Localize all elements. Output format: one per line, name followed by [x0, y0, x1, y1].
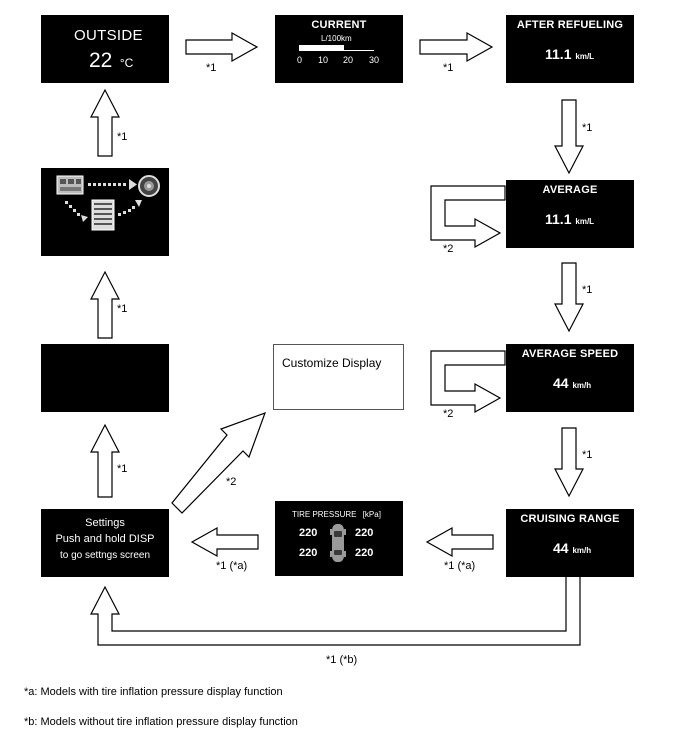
tire-pressure-label: TIRE PRESSURE — [292, 510, 357, 519]
arrow-after-to-average — [554, 99, 584, 175]
flow-dots-battery-to-wheel — [118, 200, 142, 216]
outside-label: OUTSIDE — [74, 27, 143, 44]
cruising-range-screen: CRUISING RANGE 44 km/h — [506, 509, 634, 577]
settings-title: Settings — [85, 517, 125, 529]
after-refueling-unit: km/L — [575, 52, 595, 61]
customize-display-label: Customize Display — [282, 356, 382, 370]
customize-display-box: Customize Display — [273, 344, 404, 410]
settings-screen: Settings Push and hold DISP to go settng… — [41, 509, 169, 577]
cruising-range-value: 44 — [553, 540, 569, 556]
tire-pressure-screen: TIRE PRESSURE [kPa] 220 220 220 220 — [275, 501, 403, 576]
current-unit: L/100km — [321, 34, 352, 43]
average-speed-unit: km/h — [572, 381, 592, 390]
car-top-view-icon — [330, 524, 346, 562]
energy-flow-graphic — [56, 175, 160, 231]
tire-pressure-front-left: 220 — [299, 527, 318, 539]
after-refueling-label: AFTER REFUELING — [516, 19, 624, 31]
arrow-label-after-to-average: *1 — [582, 122, 593, 134]
settings-instruction-line1: Push and hold DISP — [55, 533, 155, 545]
footnote-b: *b: Models without tire inflation pressu… — [24, 716, 298, 728]
arrow-current-to-after — [419, 31, 494, 63]
flow-dots-engine-to-battery — [65, 201, 88, 222]
arrow-label-average-loop: *2 — [443, 243, 454, 255]
current-tick: 30 — [369, 55, 380, 65]
outside-temperature: 22 — [89, 49, 113, 72]
cruising-range-unit: km/h — [572, 546, 592, 555]
current-tick: 0 — [297, 55, 303, 65]
battery-icon — [91, 199, 115, 231]
arrow-tire-to-settings — [190, 526, 259, 558]
energy-flow-screen — [41, 168, 169, 256]
tire-pressure-rear-right: 220 — [355, 547, 374, 559]
arrow-label-cruising-to-settings: *1 (*b) — [326, 654, 358, 666]
arrow-label-tire-to-settings: *1 (*a) — [216, 560, 248, 572]
after-refueling-screen: AFTER REFUELING 11.1 km/L — [506, 15, 634, 83]
arrow-cruising-to-settings — [90, 574, 581, 646]
tire-pressure-header: TIRE PRESSURE [kPa] — [292, 510, 381, 519]
average-value: 11.1 — [545, 211, 572, 227]
settings-instruction-line2: to go settngs screen — [59, 550, 151, 561]
average-label: AVERAGE — [542, 184, 598, 196]
arrow-label-average-to-speed: *1 — [582, 284, 593, 296]
arrow-label-cruising-to-tire: *1 (*a) — [444, 560, 476, 572]
arrow-label-current-to-after: *1 — [443, 62, 454, 74]
average-speed-label: AVERAGE SPEED — [521, 348, 619, 360]
arrow-label-energy-to-outside: *1 — [117, 131, 128, 143]
outside-unit: °C — [119, 56, 134, 70]
arrow-speed-to-cruising — [554, 427, 584, 498]
footnote-a: *a: Models with tire inflation pressure … — [24, 686, 283, 698]
arrow-settings-to-customize — [171, 411, 267, 514]
arrow-outside-to-current — [185, 31, 259, 63]
current-bar-fill — [299, 45, 344, 50]
blank-screen — [41, 344, 169, 412]
tire-pressure-rear-left: 220 — [299, 547, 318, 559]
arrow-speed-loop — [430, 350, 506, 414]
current-tick: 20 — [343, 55, 354, 65]
average-unit: km/L — [575, 217, 595, 226]
outside-screen: OUTSIDE 22 °C — [41, 15, 169, 83]
arrow-blank-to-energy — [90, 270, 120, 339]
engine-icon — [56, 175, 84, 195]
arrow-cruising-to-tire — [425, 526, 494, 558]
arrow-label-settings-to-blank: *1 — [117, 463, 128, 475]
tire-pressure-unit: [kPa] — [362, 510, 381, 519]
flow-dots-engine-to-wheel — [88, 179, 137, 190]
arrow-average-to-speed — [554, 262, 584, 333]
after-refueling-value: 11.1 — [545, 46, 572, 62]
current-screen: CURRENT L/100km 0 10 20 30 — [275, 15, 403, 83]
average-screen: AVERAGE 11.1 km/L — [506, 180, 634, 248]
average-speed-value: 44 — [553, 375, 569, 391]
arrow-energy-to-outside — [90, 88, 120, 157]
current-label: CURRENT — [311, 19, 367, 31]
arrow-label-outside-to-current: *1 — [206, 62, 217, 74]
current-tick: 10 — [318, 55, 329, 65]
arrow-average-loop — [430, 185, 506, 249]
arrow-label-speed-loop: *2 — [443, 408, 454, 420]
tire-pressure-front-right: 220 — [355, 527, 374, 539]
average-speed-screen: AVERAGE SPEED 44 km/h — [506, 344, 634, 412]
arrow-settings-to-blank — [90, 423, 120, 498]
arrow-label-settings-to-customize: *2 — [226, 476, 237, 488]
arrow-label-blank-to-energy: *1 — [117, 303, 128, 315]
cruising-range-label: CRUISING RANGE — [520, 513, 620, 525]
wheel-icon — [138, 175, 160, 197]
current-bar-track — [299, 45, 374, 51]
arrow-label-speed-to-cruising: *1 — [582, 449, 593, 461]
